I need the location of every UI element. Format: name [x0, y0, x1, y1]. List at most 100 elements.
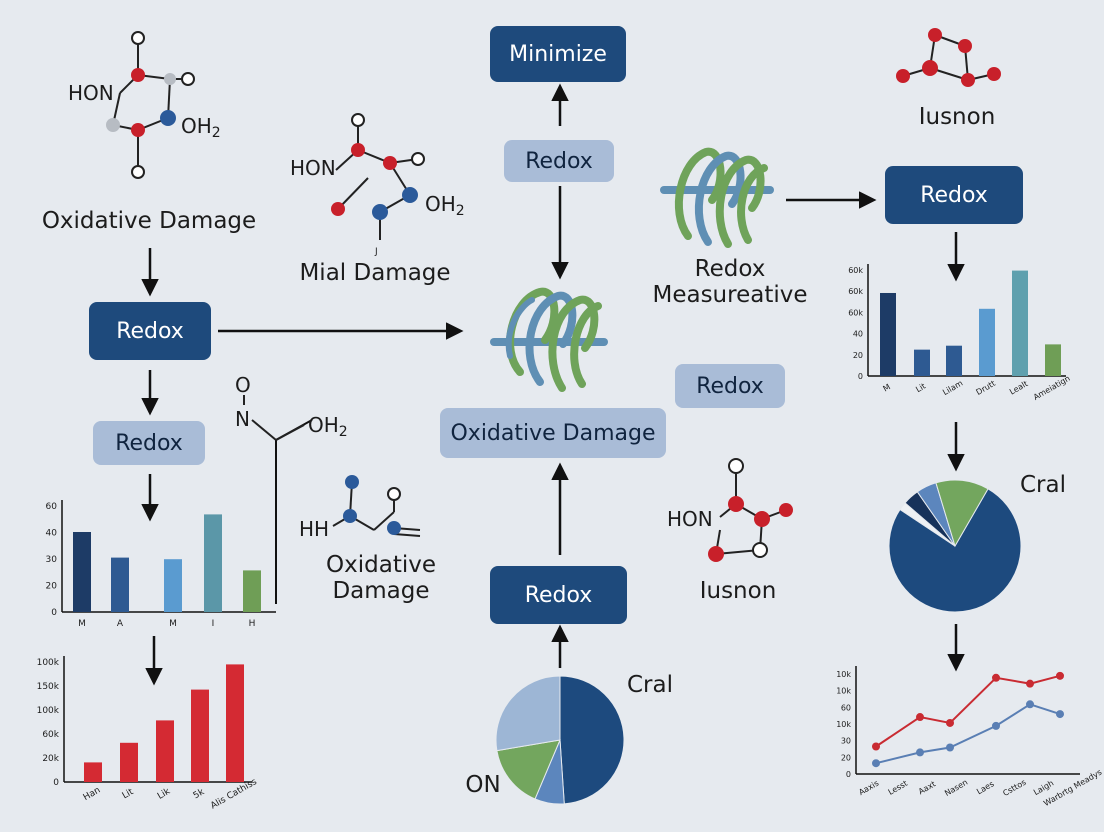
chart-center-pie	[495, 675, 625, 805]
x-tick-label: Lilam	[941, 378, 964, 397]
label-redox-measureative-line1: Redox	[694, 256, 766, 282]
series-line	[875, 703, 1061, 765]
x-tick-label: Lealt	[1008, 379, 1029, 397]
bar	[914, 349, 930, 376]
data-point	[946, 743, 954, 752]
molecule-e: HON	[667, 458, 793, 562]
molecule-a-oh: OH2	[181, 114, 221, 141]
molecule-a: HON OH2	[68, 31, 221, 179]
molecule-f	[896, 28, 1001, 87]
x-tick-label: M	[882, 382, 893, 393]
redox-box-center-right: Redox	[675, 364, 785, 408]
x-tick-label: A	[117, 619, 124, 629]
redox-box-left: Redox	[89, 302, 211, 360]
x-tick-label: Ameiatign	[1032, 374, 1072, 402]
molecule-d: HH	[299, 475, 421, 541]
molecule-b-hon: HON	[290, 156, 336, 180]
bar	[156, 720, 174, 782]
data-point	[1026, 679, 1034, 688]
y-tick-label: 60k	[848, 287, 863, 296]
data-point	[992, 673, 1000, 682]
x-tick-label: Lit	[121, 787, 136, 801]
label-oxidative-damage-top: Oxidative Damage	[41, 208, 257, 234]
x-tick-label: Csttos	[1001, 778, 1027, 798]
data-point	[1026, 700, 1034, 709]
x-tick-label: Nasen	[943, 778, 969, 798]
pie-slice	[888, 488, 1022, 613]
series-line	[875, 674, 1061, 748]
label-on: ON	[465, 772, 501, 798]
data-point	[872, 742, 880, 751]
y-tick-label: 0	[53, 778, 59, 788]
y-tick-label: 100k	[37, 706, 60, 716]
y-tick-label: 40	[853, 330, 863, 339]
y-tick-label: 20	[46, 582, 58, 592]
y-tick-label: 60k	[42, 730, 59, 740]
x-tick-label: Lik	[156, 786, 173, 801]
y-tick-label: 40	[46, 529, 58, 539]
redox-box-left-light: Redox	[93, 421, 205, 465]
bar	[243, 570, 261, 612]
x-tick-label: Lit	[914, 381, 927, 394]
bar	[111, 557, 129, 612]
molecule-c-o: O	[235, 373, 251, 397]
y-tick-label: 10k	[836, 687, 851, 696]
bar	[226, 664, 244, 782]
redox-box-top-right: Redox	[885, 166, 1023, 224]
x-tick-label: Lesst	[887, 779, 909, 797]
y-tick-label: 60k	[848, 266, 863, 275]
chart-right-pie	[888, 479, 1022, 613]
label-redox-measureative-line2: Measureative	[652, 282, 808, 309]
y-tick-label: 30	[46, 555, 58, 565]
x-tick-label: Aaxis	[857, 779, 880, 798]
y-tick-label: 60	[841, 703, 851, 712]
x-tick-label: 5k	[192, 787, 207, 802]
pie-slice	[935, 479, 989, 548]
label-mial-damage: Mial Damage	[299, 260, 451, 286]
label-iusnon-mid: Iusnon	[699, 578, 777, 604]
y-tick-label: 20	[853, 351, 863, 360]
bar	[946, 345, 962, 376]
y-tick-label: 150k	[37, 682, 60, 692]
molecule-b: HON OH2 J	[290, 113, 465, 257]
bar	[73, 532, 91, 612]
y-tick-label: 30	[841, 737, 851, 746]
y-tick-label: 0	[846, 770, 851, 779]
x-tick-label: M	[169, 619, 177, 629]
x-tick-label: I	[212, 619, 215, 629]
y-tick-label: 10k	[836, 670, 851, 679]
minimize-box: Minimize	[490, 26, 626, 82]
molecule-c: O N OH2	[235, 373, 348, 441]
bar	[164, 559, 182, 612]
y-tick-label: 60	[46, 502, 58, 512]
label-oxidative-line2: Damage	[332, 578, 430, 605]
y-tick-label: 10k	[836, 720, 851, 729]
bar	[979, 308, 995, 376]
molecule-a-hon: HON	[68, 81, 114, 105]
molecule-b-j: J	[374, 247, 378, 257]
molecule-b-oh: OH2	[425, 192, 465, 219]
bar	[204, 514, 222, 612]
data-point	[916, 713, 924, 722]
label-oxidative-damage-mid: Oxidative Damage	[314, 552, 448, 605]
pie-slice	[496, 739, 561, 800]
x-tick-label: H	[249, 619, 256, 629]
protein-ribbon-right	[660, 147, 774, 248]
redox-box-top-center: Redox	[504, 140, 614, 182]
bar	[84, 762, 102, 782]
y-tick-label: 60k	[848, 308, 863, 317]
bar	[880, 292, 896, 376]
x-tick-label: Han	[82, 785, 103, 803]
data-point	[872, 759, 880, 768]
bar	[191, 689, 209, 782]
molecule-c-n: N	[235, 407, 250, 431]
data-point	[946, 718, 954, 727]
y-tick-label: 20k	[42, 754, 59, 764]
pie-slice	[559, 675, 625, 805]
data-point	[1056, 671, 1064, 680]
label-iusnon-top: Iusnon	[918, 104, 996, 130]
